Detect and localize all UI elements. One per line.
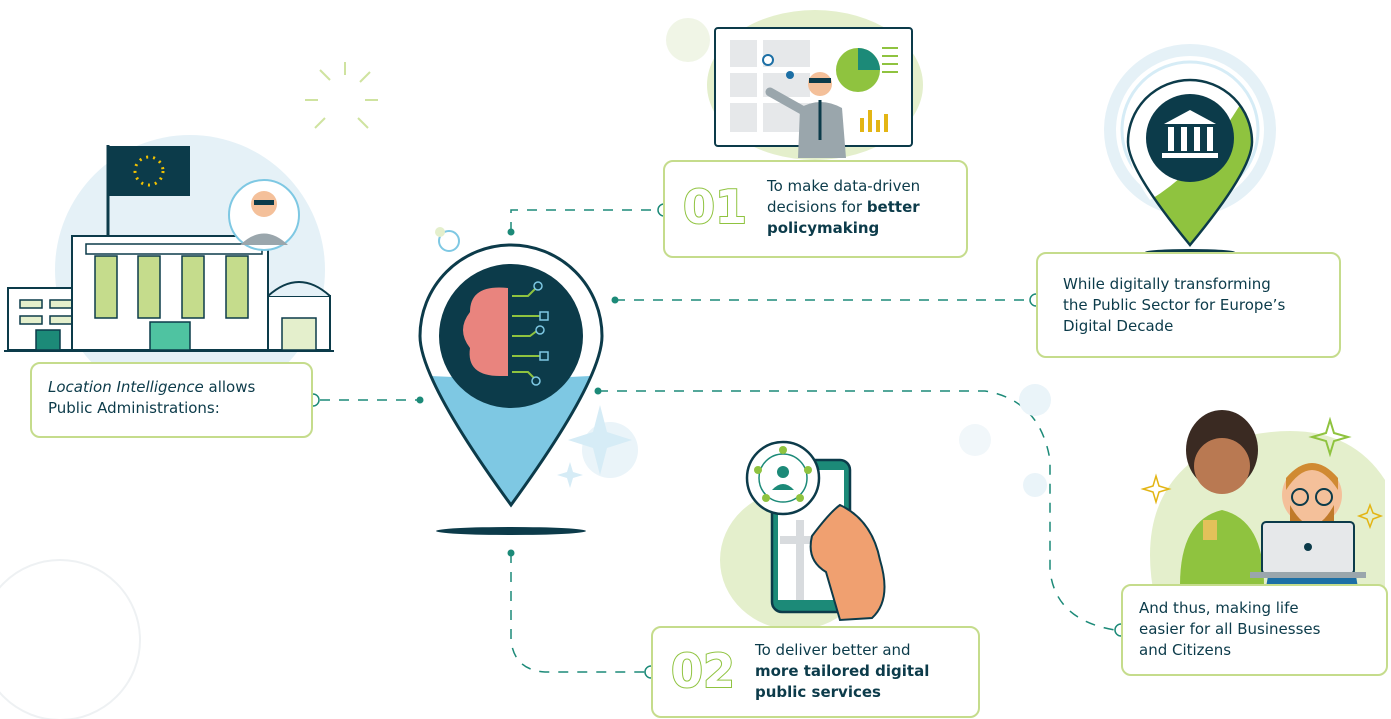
life-line2: easier for all Businesses xyxy=(1139,620,1321,638)
intro-line2: Public Administrations: xyxy=(48,399,220,417)
institution-pin-icon xyxy=(1104,44,1276,255)
intro-box: Location Intelligence allows Public Admi… xyxy=(30,362,313,438)
digital-transformation-box: While digitally transforming the Public … xyxy=(1036,252,1341,358)
step-01-text: To make data-driven decisions for better… xyxy=(767,176,962,239)
official-avatar-icon xyxy=(228,179,300,251)
step-01-line1: To make data-driven xyxy=(767,177,921,195)
sun-rays-icon xyxy=(305,62,378,129)
connector-lines xyxy=(320,209,1116,673)
step-01-line2-pre: decisions for xyxy=(767,198,867,216)
step-02-text: To deliver better and more tailored digi… xyxy=(755,640,975,703)
digital-line3: Digital Decade xyxy=(1063,317,1174,335)
brain-circuit-pin-icon xyxy=(418,227,604,535)
smartphone-location-icon xyxy=(720,440,886,630)
easier-life-box: And thus, making life easier for all Bus… xyxy=(1121,584,1388,676)
government-building-icon xyxy=(4,235,334,352)
connector-dots xyxy=(416,228,619,557)
step-01-line3: policymaking xyxy=(767,219,880,237)
digital-line1: While digitally transforming xyxy=(1063,275,1271,293)
connector-rings xyxy=(306,203,1128,679)
citizens-laptop-icon xyxy=(959,384,1385,600)
dashboard-presenter-icon xyxy=(707,10,923,160)
bg-gear-icon xyxy=(0,559,141,719)
bg-gear-top-icon xyxy=(666,18,710,62)
sparkle-large-icon xyxy=(568,405,632,475)
life-line1: And thus, making life xyxy=(1139,599,1299,617)
digital-text: While digitally transforming the Public … xyxy=(1063,274,1338,337)
sparkle-bg-blob xyxy=(582,422,638,478)
step-01-number: 01 xyxy=(682,180,748,234)
step-02-line2: more tailored digital xyxy=(755,662,930,680)
life-text: And thus, making life easier for all Bus… xyxy=(1139,598,1384,661)
step-01-line2-bold: better xyxy=(866,198,920,216)
digital-line2: the Public Sector for Europe’s xyxy=(1063,296,1286,314)
step-01-box: 01 To make data-driven decisions for bet… xyxy=(663,160,968,258)
step-02-line3: public services xyxy=(755,683,881,701)
eu-flag-icon xyxy=(106,145,190,236)
intro-text: Location Intelligence allows Public Admi… xyxy=(48,377,308,419)
step-02-number: 02 xyxy=(670,644,736,698)
step-02-line1: To deliver better and xyxy=(755,641,911,659)
step-02-box: 02 To deliver better and more tailored d… xyxy=(651,626,980,718)
life-line3: and Citizens xyxy=(1139,641,1232,659)
sparkle-small-icon xyxy=(557,462,583,488)
intro-italic: Location Intelligence xyxy=(48,378,204,396)
intro-rest1: allows xyxy=(203,378,256,396)
